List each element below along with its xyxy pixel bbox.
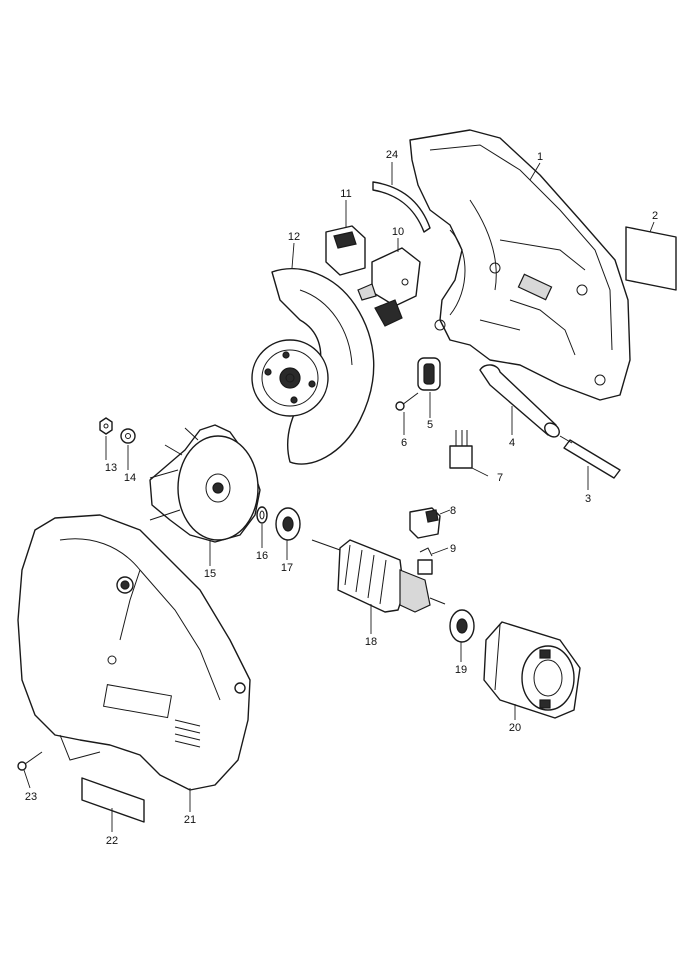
callout-13: 13 [105,462,117,474]
callout-19: 19 [455,664,467,676]
part-11-switch [325,225,366,276]
callout-5: 5 [427,419,433,431]
callout-11: 11 [340,188,351,200]
part-20-field [483,621,581,719]
part-12-fan-baffle [251,268,375,465]
callout-1: 1 [537,151,543,163]
callout-16: 16 [256,550,268,562]
part-13-nut [99,417,113,435]
callout-23: 23 [25,791,37,803]
part-18-armature [311,539,446,613]
callout-3: 3 [585,493,591,505]
callout-12: 12 [288,231,300,243]
callout-labels: 1 2 3 4 5 6 7 8 9 10 11 12 13 14 15 16 1… [25,149,658,847]
callout-7: 7 [497,472,503,484]
part-16-ring [256,506,268,524]
callout-15: 15 [204,568,216,580]
callout-6: 6 [401,437,407,449]
part-21-housing-left [17,514,251,791]
leader-8 [439,509,451,515]
part-9-carbon-brush [417,547,433,575]
part-8-brush-holder [409,507,441,539]
part-24-strip [372,181,431,233]
callout-17: 17 [281,562,293,574]
leader-1 [529,162,541,181]
callout-14: 14 [124,472,136,484]
part-7-capacitor [449,430,473,469]
leader-12 [291,242,295,269]
part-6-screw [395,392,419,411]
callout-9: 9 [450,543,456,555]
part-2-label-plate [625,226,677,291]
callout-2: 2 [652,210,658,222]
callout-22: 22 [106,835,118,847]
part-15-fan [149,424,261,543]
part-17-bearing [275,507,301,541]
leader-9 [431,547,449,555]
part-5-cord-clamp [417,357,441,391]
part-3-cord [559,435,621,479]
leader-23 [23,769,31,789]
leader-lines [23,162,655,832]
leader-7 [471,467,489,477]
callout-18: 18 [365,636,377,648]
callout-24: 24 [386,149,398,161]
callout-21: 21 [184,814,196,826]
part-10-switch-block [357,247,421,327]
callout-20: 20 [509,722,521,734]
leader-2 [649,221,655,233]
part-22-label [81,777,145,823]
callout-8: 8 [450,505,456,517]
part-23-screw [17,751,43,771]
part-1-housing-right [409,129,631,401]
callout-4: 4 [509,437,515,449]
part-4-cord-guard [479,364,560,438]
callout-10: 10 [392,226,404,238]
part-14-washer [120,428,136,444]
part-19-bearing [449,609,475,643]
